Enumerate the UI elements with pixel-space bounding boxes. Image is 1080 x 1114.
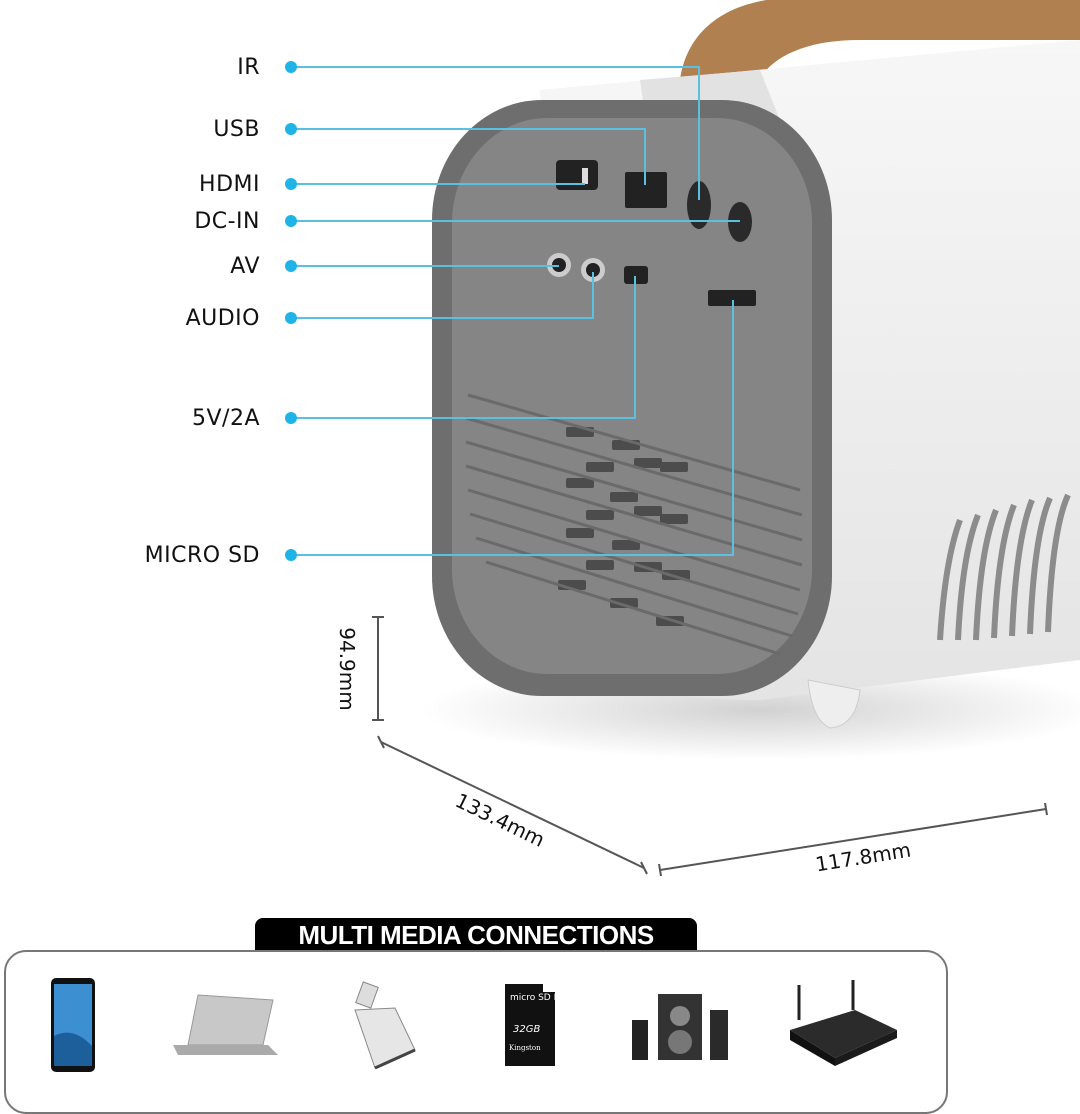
svg-text:micro SD HC: micro SD HC bbox=[510, 993, 557, 1003]
laptop-icon bbox=[165, 975, 285, 1075]
handle bbox=[680, 0, 1080, 100]
callout-label-micro-sd: MICRO SD bbox=[144, 543, 260, 568]
callout-label-dc-in: DC-IN bbox=[194, 209, 260, 234]
micro-usb-port bbox=[624, 266, 648, 284]
callout-dot-hdmi bbox=[285, 178, 297, 190]
callout-dot-dc-in bbox=[285, 215, 297, 227]
tv-box-router-icon bbox=[785, 975, 900, 1075]
projector-image bbox=[291, 0, 1080, 877]
usb-flash-drive-icon bbox=[330, 975, 430, 1075]
hdmi-port bbox=[556, 160, 598, 190]
callout-label-usb: USB bbox=[213, 117, 260, 142]
callout-label-audio: AUDIO bbox=[185, 306, 260, 331]
callout-dot-micro-sd bbox=[285, 549, 297, 561]
product-infographic: IR USB HDMI DC-IN AV AUDIO 5V/2A MICRO S… bbox=[4, 0, 1080, 1114]
dimension-height: 94.9mm bbox=[334, 627, 359, 711]
micro-sd-card-icon: micro SD HC 32GB Kingston bbox=[500, 975, 560, 1075]
callout-label-5v2a: 5V/2A bbox=[191, 406, 260, 431]
ir-sensor bbox=[687, 181, 711, 229]
svg-text:32GB: 32GB bbox=[513, 1024, 540, 1035]
usb-port bbox=[625, 172, 667, 208]
callout-label-hdmi: HDMI bbox=[199, 172, 260, 197]
micro-sd-slot bbox=[708, 290, 756, 306]
callout-label-av: AV bbox=[230, 254, 260, 279]
callout-dot-av bbox=[285, 260, 297, 272]
svg-text:Kingston: Kingston bbox=[509, 1044, 541, 1052]
callout-dot-ir bbox=[285, 61, 297, 73]
callout-dot-audio bbox=[285, 312, 297, 324]
multimedia-banner: MULTI MEDIA CONNECTIONS bbox=[255, 918, 697, 952]
smartphone-icon bbox=[45, 975, 100, 1075]
callout-dot-usb bbox=[285, 123, 297, 135]
foot bbox=[807, 679, 861, 729]
callout-dot-5v2a bbox=[285, 412, 297, 424]
speakers-icon bbox=[630, 975, 740, 1075]
callout-label-ir: IR bbox=[237, 55, 260, 80]
